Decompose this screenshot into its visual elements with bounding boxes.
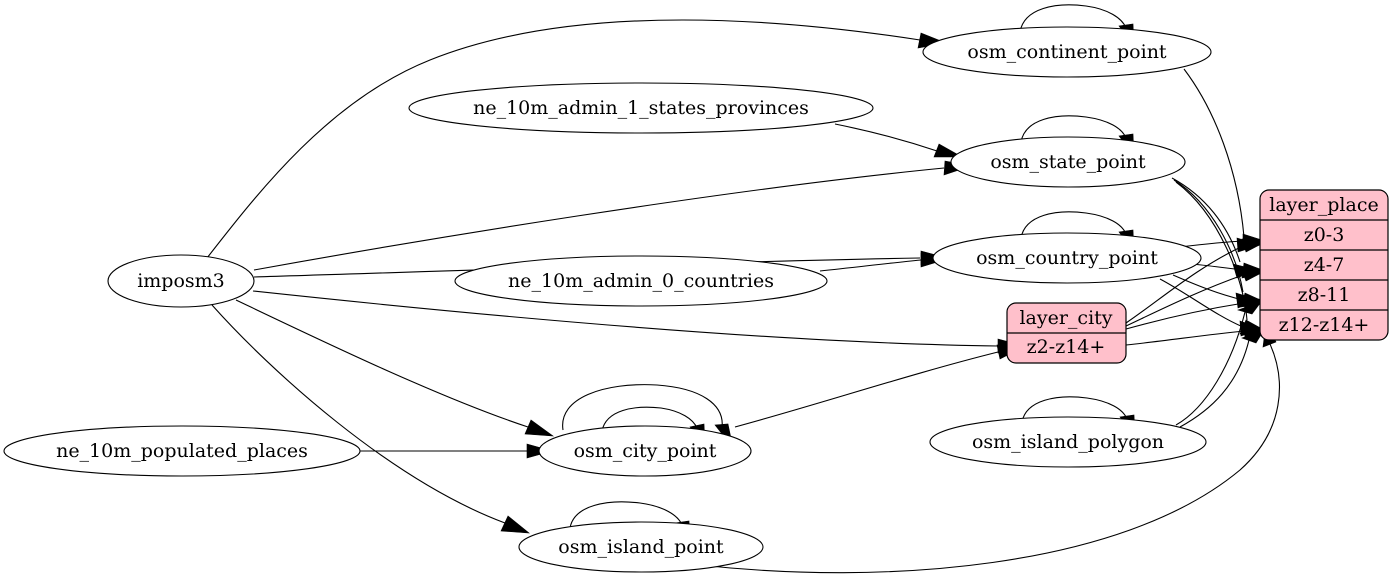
edge-imposm3-to-osm-continent-point [206,19,948,259]
edge-ne-states-to-osm-state-point [834,123,964,158]
edge-ne-populated-to-osm-city-point [360,443,554,459]
edge-osm-city-point-to-layer-city [734,344,1025,428]
edge-imposm3-to-osm-island-point [211,304,530,534]
node-osm-state-point[interactable]: osm_state_point [950,136,1186,188]
record-node-layer-place-box[interactable] [1259,189,1389,341]
node-ne-states-label: ne_10m_admin_1_states_provinces [473,97,809,119]
node-osm-country-point-label: osm_country_point [976,247,1158,269]
node-osm-continent-point[interactable]: osm_continent_point [922,26,1212,78]
node-ne-populated-shape[interactable] [3,425,361,477]
node-osm-state-point-label: osm_state_point [990,151,1146,173]
node-imposm3-label: imposm3 [137,270,225,292]
record-node-layer-place-row-z4-7[interactable]: z4-7 [1304,254,1345,276]
record-node-layer-city[interactable]: layer_city z2-z14+ [1006,302,1127,364]
node-osm-continent-point-shape[interactable] [922,26,1212,78]
record-node-layer-place-title: layer_place [1269,194,1378,216]
record-node-layer-place[interactable]: layer_place z0-3 z4-7 z8-11 z12-z14+ [1259,189,1389,341]
node-osm-island-point-shape[interactable] [518,521,764,573]
edge-imposm3-to-osm-city-point [235,299,555,437]
record-node-layer-city-title: layer_city [1019,307,1112,329]
node-layer: imposm3 ne_10m_admin_1_states_provinces … [3,26,1212,573]
node-osm-city-point-shape[interactable] [538,425,752,477]
node-ne-populated-label: ne_10m_populated_places [56,440,308,462]
edge-osm-island-polygon-to-layer-place-z8-11 [1175,301,1262,426]
node-ne-10m-admin-1-states-provinces[interactable]: ne_10m_admin_1_states_provinces [408,82,874,134]
node-osm-island-point-label: osm_island_point [558,536,724,558]
node-osm-country-point-shape[interactable] [932,232,1202,284]
edge-layer [206,19,1280,574]
node-imposm3[interactable]: imposm3 [107,254,255,308]
node-osm-state-point-shape[interactable] [950,136,1186,188]
record-node-layer-place-row-z0-3[interactable]: z0-3 [1304,224,1345,246]
node-osm-city-point[interactable]: osm_city_point [538,425,752,477]
node-imposm3-shape[interactable] [107,254,255,308]
edge-osm-island-polygon-to-layer-place-z12-z14 [1179,329,1265,428]
node-osm-island-point[interactable]: osm_island_point [518,521,764,573]
record-node-layer-place-row-z8-11[interactable]: z8-11 [1298,284,1351,306]
node-osm-island-polygon-label: osm_island_polygon [972,431,1164,453]
record-node-layer-city-row-z2-z14[interactable]: z2-z14+ [1027,336,1106,358]
node-osm-continent-point-label: osm_continent_point [967,41,1167,63]
node-osm-island-polygon-shape[interactable] [929,416,1207,468]
node-osm-island-polygon[interactable]: osm_island_polygon [929,416,1207,468]
node-ne-states-shape[interactable] [408,82,874,134]
edge-ne-countries-to-osm-country-point [819,252,949,272]
node-ne-countries-label: ne_10m_admin_0_countries [508,270,774,292]
edge-layer-city-to-layer-place-z12-z14 [1125,323,1270,346]
record-node-layer-place-row-z12-z14[interactable]: z12-z14+ [1279,314,1370,336]
node-ne-10m-populated-places[interactable]: ne_10m_populated_places [3,425,361,477]
record-node-layer: layer_city z2-z14+ layer_place z0-3 z4-7… [1006,189,1389,364]
node-ne-10m-admin-0-countries[interactable]: ne_10m_admin_0_countries [454,255,828,307]
edge-imposm3-to-osm-state-point [253,160,973,271]
node-osm-country-point[interactable]: osm_country_point [932,232,1202,284]
node-ne-countries-shape[interactable] [454,255,828,307]
node-osm-city-point-label: osm_city_point [574,440,717,462]
